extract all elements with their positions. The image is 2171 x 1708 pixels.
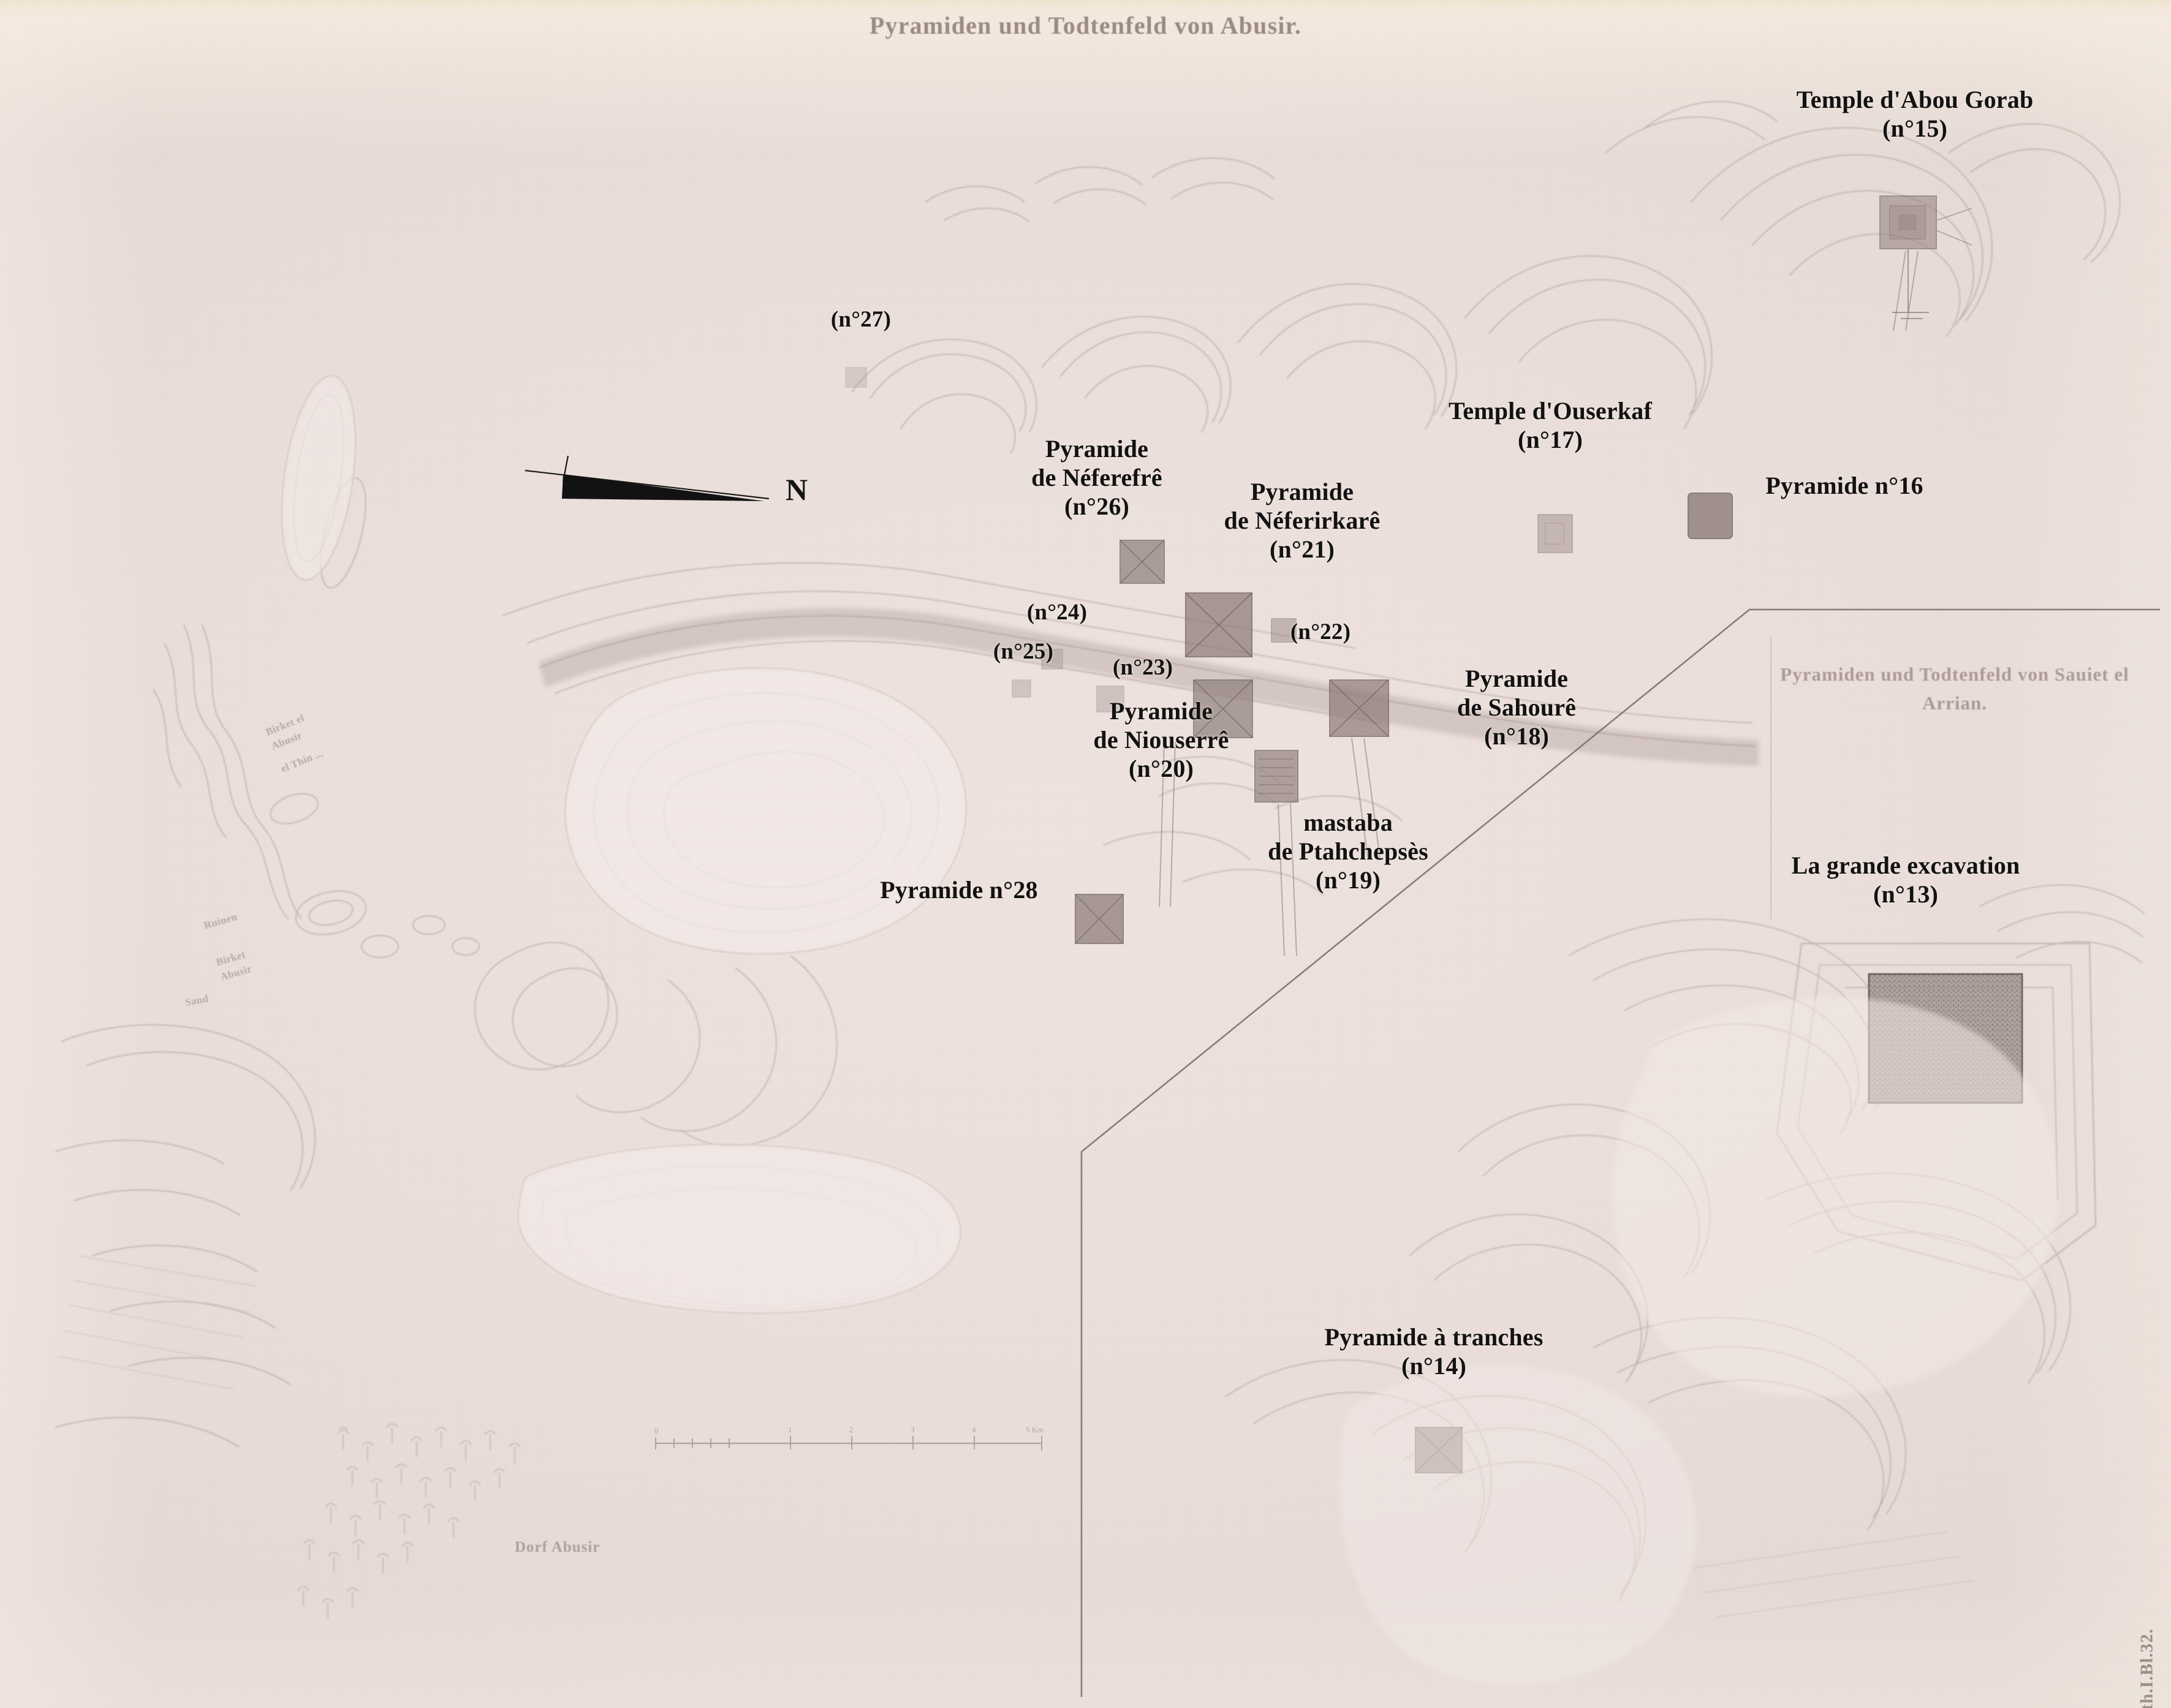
faint-note-note-d: Birket Abusir bbox=[214, 948, 254, 983]
map-label-n22: (n°22) bbox=[1290, 619, 1351, 644]
svg-text:3: 3 bbox=[911, 1425, 915, 1434]
svg-text:1: 1 bbox=[788, 1425, 792, 1434]
village-label: Dorf Abusir bbox=[515, 1539, 601, 1555]
map-label-grande-excav: La grande excavation (n°13) bbox=[1791, 852, 2020, 908]
faint-note-note-a: Birket el Abusir bbox=[263, 711, 306, 752]
faint-note-note-e: Sand bbox=[184, 992, 210, 1008]
map-label-pyr-tranches: Pyramide à tranches (n°14) bbox=[1324, 1323, 1544, 1380]
svg-text:5 Km: 5 Km bbox=[1026, 1425, 1044, 1434]
north-letter: N bbox=[786, 472, 808, 507]
map-label-n24: (n°24) bbox=[1026, 600, 1088, 625]
map-label-sahoure: Pyramide de Sahourê (n°18) bbox=[1457, 665, 1577, 750]
map-label-abou-gorab: Temple d'Abou Gorab (n°15) bbox=[1796, 86, 2034, 142]
map-label-ouserkaf: Temple d'Ouserkaf (n°17) bbox=[1449, 397, 1652, 453]
plate-number: Abth.I.Bl.32. bbox=[2137, 1628, 2157, 1708]
map-label-neferefre: Pyramide de Néferefrê (n°26) bbox=[1031, 435, 1162, 520]
map-label-ptahchepses: mastaba de Ptahchepsès (n°19) bbox=[1268, 809, 1428, 894]
map-label-neferirkare: Pyramide de Néferirkarê (n°21) bbox=[1224, 478, 1381, 563]
map-label-pyr16: Pyramide n°16 bbox=[1765, 472, 1923, 499]
faint-note-note-c: Ruinen bbox=[202, 910, 238, 932]
svg-text:0: 0 bbox=[654, 1426, 659, 1435]
map-label-n25: (n°25) bbox=[993, 639, 1054, 664]
svg-text:4: 4 bbox=[972, 1425, 976, 1434]
map-title: Pyramiden und Todtenfeld von Abusir. bbox=[869, 12, 1302, 39]
inset-title: Pyramiden und Todtenfeld von Sauiet el A… bbox=[1780, 663, 2129, 714]
scale-bar: 0 1 2 3 4 5 Km bbox=[650, 1420, 1048, 1457]
map-label-pyr28: Pyramide n°28 bbox=[880, 876, 1038, 904]
north-arrow-icon bbox=[524, 440, 843, 520]
map-label-n23: (n°23) bbox=[1112, 655, 1173, 680]
map-label-niouserre: Pyramide de Niouserrê (n°20) bbox=[1093, 697, 1229, 782]
map-label-n27: (n°27) bbox=[830, 307, 892, 332]
faint-note-note-b: el Thin ... bbox=[279, 747, 325, 775]
svg-text:2: 2 bbox=[849, 1425, 854, 1434]
